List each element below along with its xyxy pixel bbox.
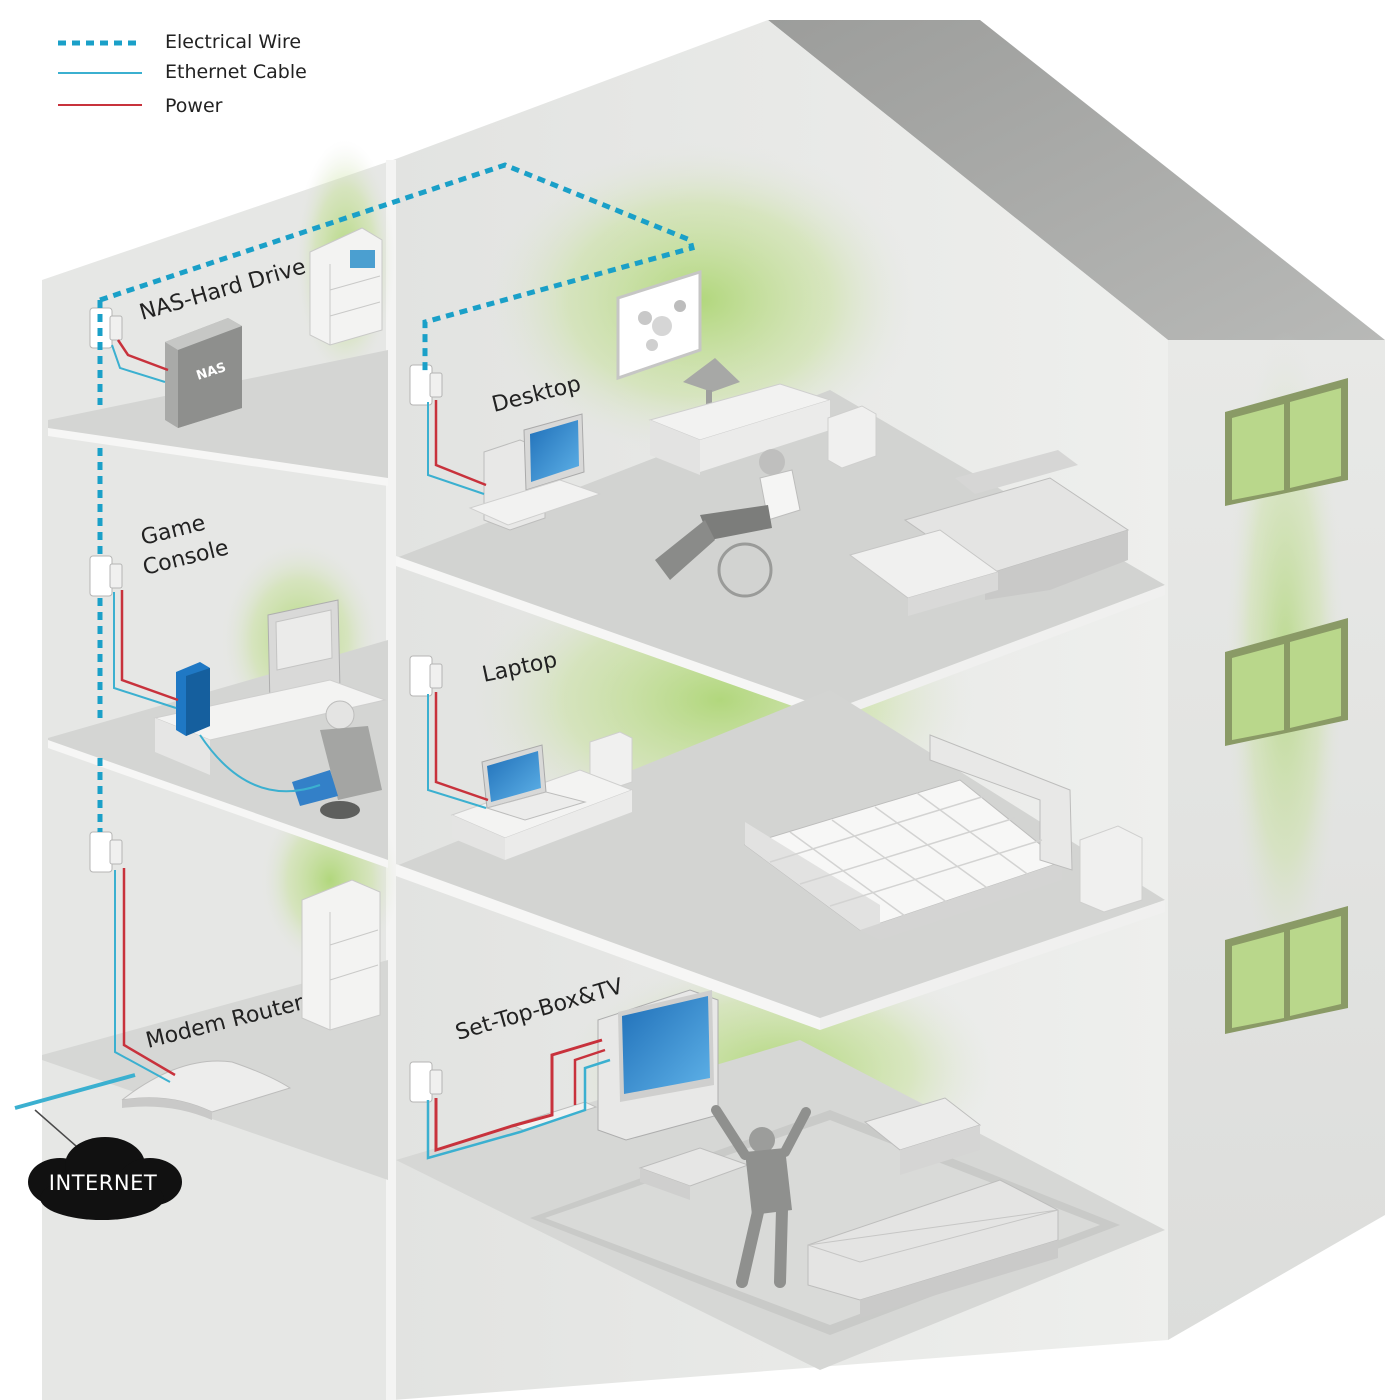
power-desktop xyxy=(434,400,487,487)
internet-cloud: INTERNET xyxy=(28,1137,182,1220)
modem-room xyxy=(89,831,381,1120)
gamer-kid xyxy=(292,700,382,819)
floor-top-right xyxy=(396,390,1165,712)
game-room xyxy=(89,555,387,819)
window-middle xyxy=(1225,618,1348,746)
roof xyxy=(768,20,1385,340)
bookshelf-bottom xyxy=(301,879,381,1031)
ethernet-game xyxy=(113,592,177,709)
legend-label-electrical-wire: Electrical Wire xyxy=(165,31,301,53)
game-console xyxy=(176,662,210,736)
seated-man xyxy=(655,449,801,598)
powerline-adapter-desktop xyxy=(409,364,443,406)
power-modem xyxy=(122,868,176,1077)
ethernet-internet xyxy=(14,1073,136,1110)
tv-game-room xyxy=(267,599,341,706)
internet-label: INTERNET xyxy=(49,1171,157,1195)
legend-label-ethernet-cable: Ethernet Cable xyxy=(165,61,307,83)
laptop-room xyxy=(409,655,1143,940)
modem-router-device xyxy=(121,1060,292,1120)
power-tv-2 xyxy=(573,1048,606,1105)
powerline-adapter-laptop xyxy=(409,655,443,697)
desktop-computer xyxy=(468,413,602,531)
couch xyxy=(807,1179,1059,1318)
coffee-table xyxy=(848,529,1000,616)
bookshelf-top xyxy=(309,227,383,346)
power-strip xyxy=(510,1101,598,1131)
power-laptop xyxy=(434,692,489,802)
tv-room xyxy=(409,989,1059,1318)
armchair xyxy=(863,1097,982,1175)
tv-cabinet xyxy=(597,989,719,1141)
powerline-adapter-modem xyxy=(89,831,123,873)
jumping-person xyxy=(711,1105,811,1288)
wall-art xyxy=(616,269,702,381)
legend: Electrical Wire Ethernet Cable Power xyxy=(58,31,307,117)
desk-lamp xyxy=(683,358,740,410)
office-desk xyxy=(648,383,832,475)
nas-device: NAS xyxy=(165,318,242,428)
window-top xyxy=(1225,378,1348,506)
ethernet-desktop xyxy=(427,402,485,495)
legend-label-power: Power xyxy=(165,95,223,117)
desktop-room xyxy=(409,269,1130,616)
power-game xyxy=(120,590,179,702)
powerline-adapter-game xyxy=(89,555,123,597)
power-tv xyxy=(434,1038,603,1153)
drawer-cabinet xyxy=(827,405,877,469)
power-nas xyxy=(116,339,169,372)
column-divider xyxy=(386,160,396,1400)
wardrobe xyxy=(1079,825,1143,913)
bed xyxy=(743,734,1073,940)
window-bottom xyxy=(1225,906,1348,1034)
ethernet-modem xyxy=(114,870,171,1083)
electrical-wire-main xyxy=(99,162,696,372)
powerline-adapter-tv xyxy=(409,1061,443,1103)
ethernet-tv xyxy=(426,1058,611,1160)
ethernet-laptop xyxy=(427,694,487,809)
ethernet-nas xyxy=(111,344,166,383)
laptop xyxy=(481,744,587,821)
